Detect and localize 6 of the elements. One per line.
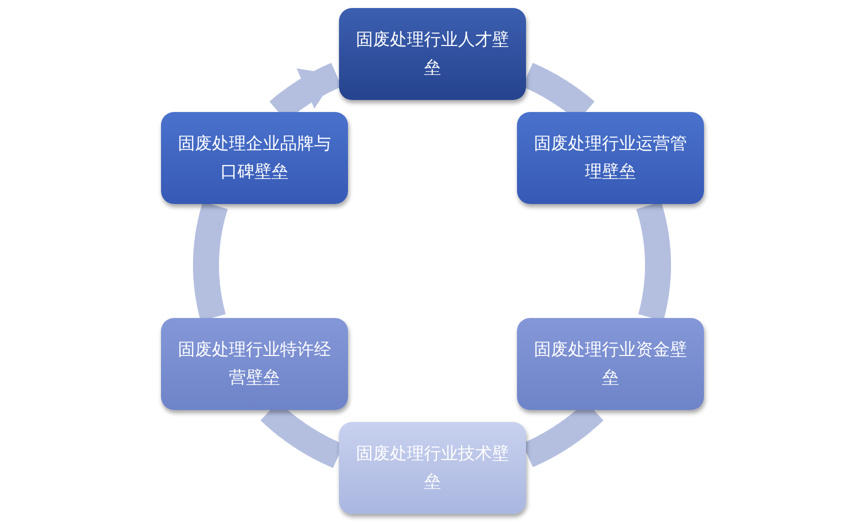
process-box: 固废处理行业特许经营壁垒 bbox=[161, 318, 348, 410]
process-box: 固废处理企业品牌与口碑壁垒 bbox=[161, 112, 348, 204]
process-box: 固废处理行业资金壁垒 bbox=[517, 318, 704, 410]
process-box: 固废处理行业人才壁垒 bbox=[339, 8, 526, 100]
process-box: 固废处理行业技术壁垒 bbox=[339, 422, 526, 514]
process-box: 固废处理行业运营管理壁垒 bbox=[517, 112, 704, 204]
